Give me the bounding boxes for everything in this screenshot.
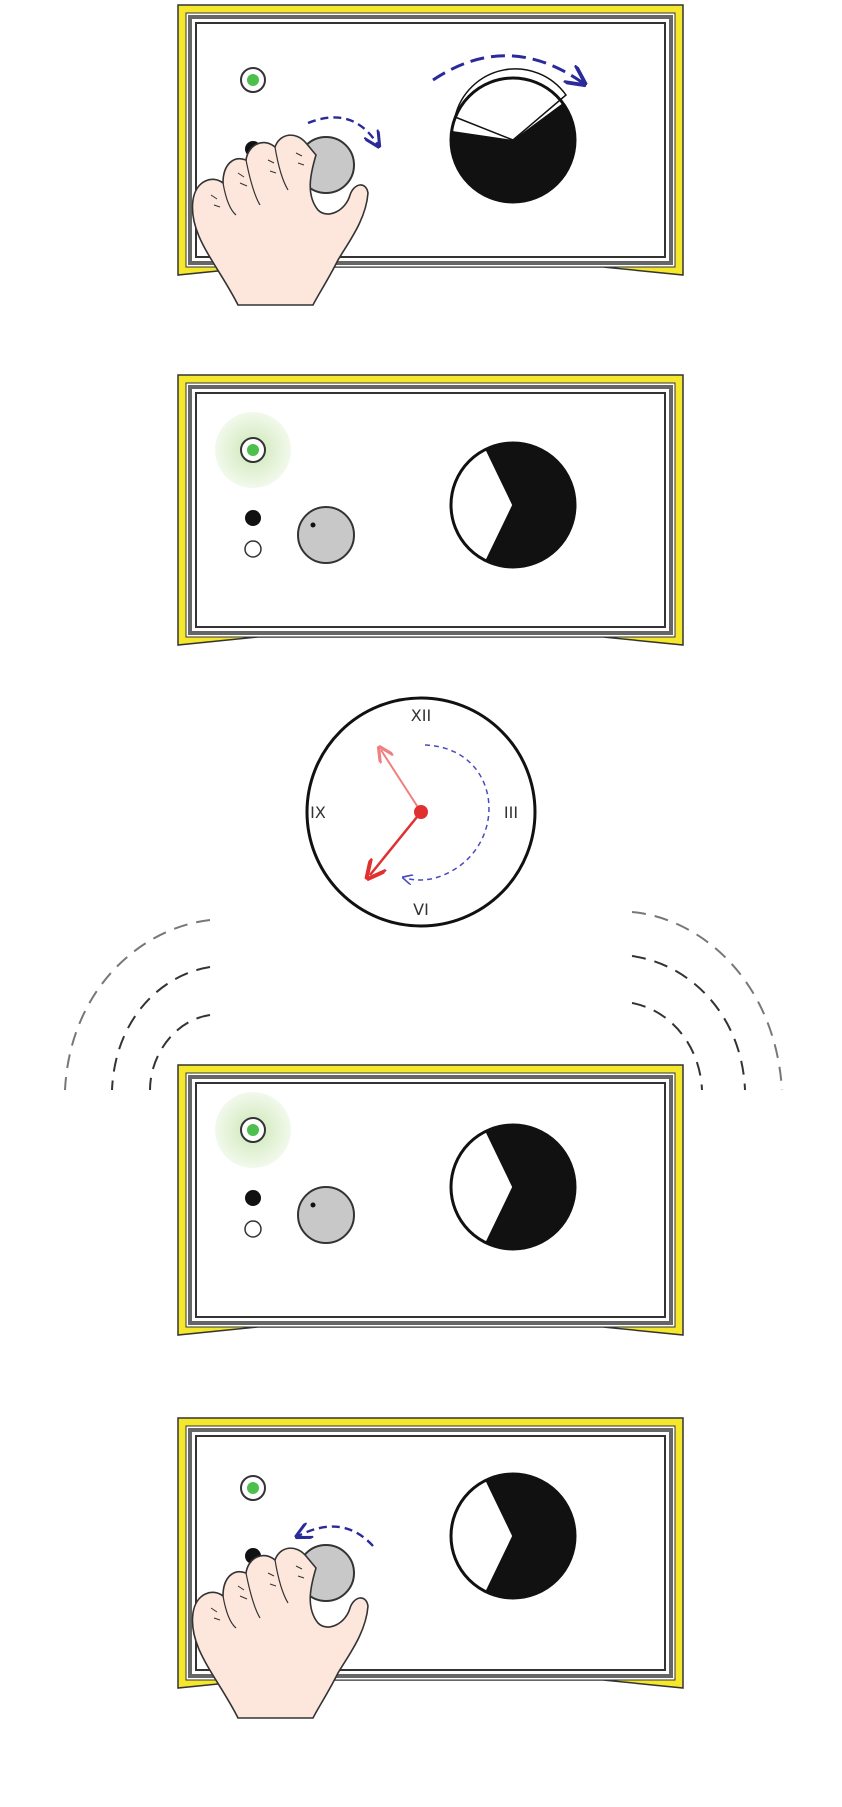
step-3-timer-running <box>176 1063 685 1337</box>
hand-icon <box>191 134 369 306</box>
indicator-dot-white <box>244 1220 262 1238</box>
status-led-green <box>247 1482 259 1494</box>
sound-waves-left <box>64 919 211 1091</box>
timer-knob[interactable] <box>297 1186 355 1244</box>
status-led-green <box>247 1124 259 1136</box>
step-1-turn-knob-clockwise <box>176 3 685 306</box>
dial-rotate-arrow-clockwise <box>432 54 583 83</box>
clock-numeral-left: IX <box>310 803 326 822</box>
indicator-dot-black <box>245 1190 261 1206</box>
sound-waves-right <box>631 911 783 1091</box>
indicator-dot-black <box>245 510 261 526</box>
indicator-dot-white <box>244 540 262 558</box>
status-led-green <box>247 444 259 456</box>
clock-numeral-bottom: VI <box>413 900 429 919</box>
clock-hand-initial <box>381 750 422 813</box>
knob-rotate-arrow-clockwise <box>307 116 378 145</box>
step-4-turn-knob-counterclockwise <box>176 1416 685 1719</box>
knob-rotate-arrow-counterclockwise <box>298 1527 374 1547</box>
knob-pointer-dot <box>310 1202 316 1208</box>
clock-face: XII III VI IX <box>305 696 537 928</box>
knob-pointer-dot <box>310 522 316 528</box>
clock-center <box>414 805 428 819</box>
clock-numeral-right: III <box>504 803 518 822</box>
clock-hand-current <box>370 811 422 875</box>
timer-knob[interactable] <box>297 506 355 564</box>
status-led-green <box>247 74 259 86</box>
step-2-timer-set <box>176 373 685 647</box>
hand-icon <box>191 1547 369 1719</box>
clock-numeral-top: XII <box>411 706 431 725</box>
